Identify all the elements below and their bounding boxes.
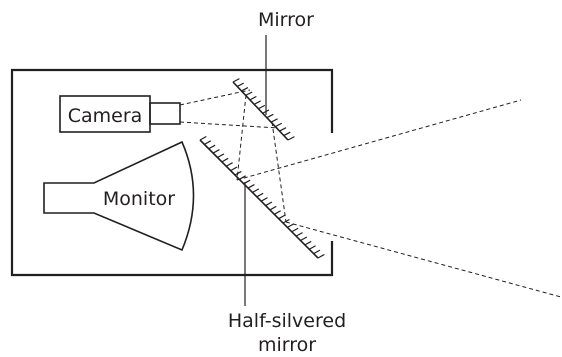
camera-to-mirror-ray-upper	[179, 89, 251, 106]
mirror-hatch-tick	[249, 95, 257, 101]
mirror-hatch-tick	[245, 91, 253, 96]
half-silvered-hatch-tick	[204, 140, 212, 145]
mirror-down-ray-left	[236, 94, 247, 181]
half-silvered-hatch-tick	[230, 166, 238, 172]
outgoing-ray-lower	[285, 221, 562, 298]
mirror-label: Mirror	[258, 9, 314, 31]
mirror-hatch-tick	[283, 131, 291, 137]
enclosure-box	[10, 68, 334, 277]
half-silvered-mirror-hatching	[199, 135, 325, 259]
half-silvered-mirror-element	[199, 135, 325, 259]
half-silvered-mirror-label-line1: Half-silvered	[228, 310, 346, 332]
mirror-element	[232, 78, 295, 141]
camera-to-mirror-ray-lower	[179, 121, 279, 129]
mirror-hatch-tick	[287, 136, 295, 141]
half-silvered-hatch-tick	[287, 223, 295, 228]
camera-label: Camera	[68, 105, 143, 127]
mirror-hatch-tick	[253, 100, 261, 105]
half-silvered-hatch-tick	[278, 214, 286, 220]
mirror-hatch-tick	[241, 87, 249, 92]
half-silvered-hatch-tick	[291, 227, 299, 233]
mirror-hatch-tick	[232, 78, 240, 83]
half-silvered-hatch-tick	[252, 188, 260, 193]
half-silvered-hatch-tick	[295, 232, 303, 237]
half-silvered-hatch-tick	[208, 144, 216, 150]
mirror-down-ray-right	[271, 121, 287, 223]
half-silvered-hatch-tick	[304, 240, 312, 246]
half-silvered-hatch-tick	[313, 249, 321, 255]
mirror-hatching	[232, 78, 295, 141]
half-silvered-hatch-tick	[256, 192, 264, 198]
half-silvered-hatch-tick	[221, 157, 229, 163]
half-silvered-hatch-tick	[317, 253, 325, 259]
half-silvered-hatch-tick	[265, 201, 273, 207]
half-silvered-hatch-tick	[217, 153, 225, 159]
monitor-label: Monitor	[103, 188, 175, 210]
half-silvered-hatch-tick	[247, 184, 255, 189]
half-silvered-mirror-line	[199, 139, 319, 259]
half-silvered-hatch-tick	[308, 245, 316, 250]
mirror-hatch-tick	[236, 82, 244, 87]
light-paths	[179, 89, 562, 298]
mirror-hatch-tick	[270, 118, 278, 123]
outgoing-ray-upper	[236, 99, 522, 181]
half-silvered-hatch-tick	[199, 135, 207, 141]
mirror-hatch-tick	[266, 113, 274, 119]
half-silvered-hatch-tick	[274, 210, 281, 215]
half-silvered-hatch-tick	[269, 205, 277, 211]
mirror-hatch-tick	[258, 104, 266, 110]
half-silvered-mirror-label-line2: mirror	[258, 334, 316, 356]
half-silvered-hatch-tick	[212, 149, 220, 154]
mirror-hatch-tick	[279, 127, 287, 132]
half-silvered-hatch-tick	[260, 197, 268, 202]
half-silvered-hatch-tick	[225, 162, 233, 167]
mirror-hatch-tick	[275, 122, 283, 128]
half-silvered-hatch-tick	[300, 236, 308, 242]
camera-lens	[149, 102, 181, 125]
monitor-shape	[43, 140, 195, 252]
